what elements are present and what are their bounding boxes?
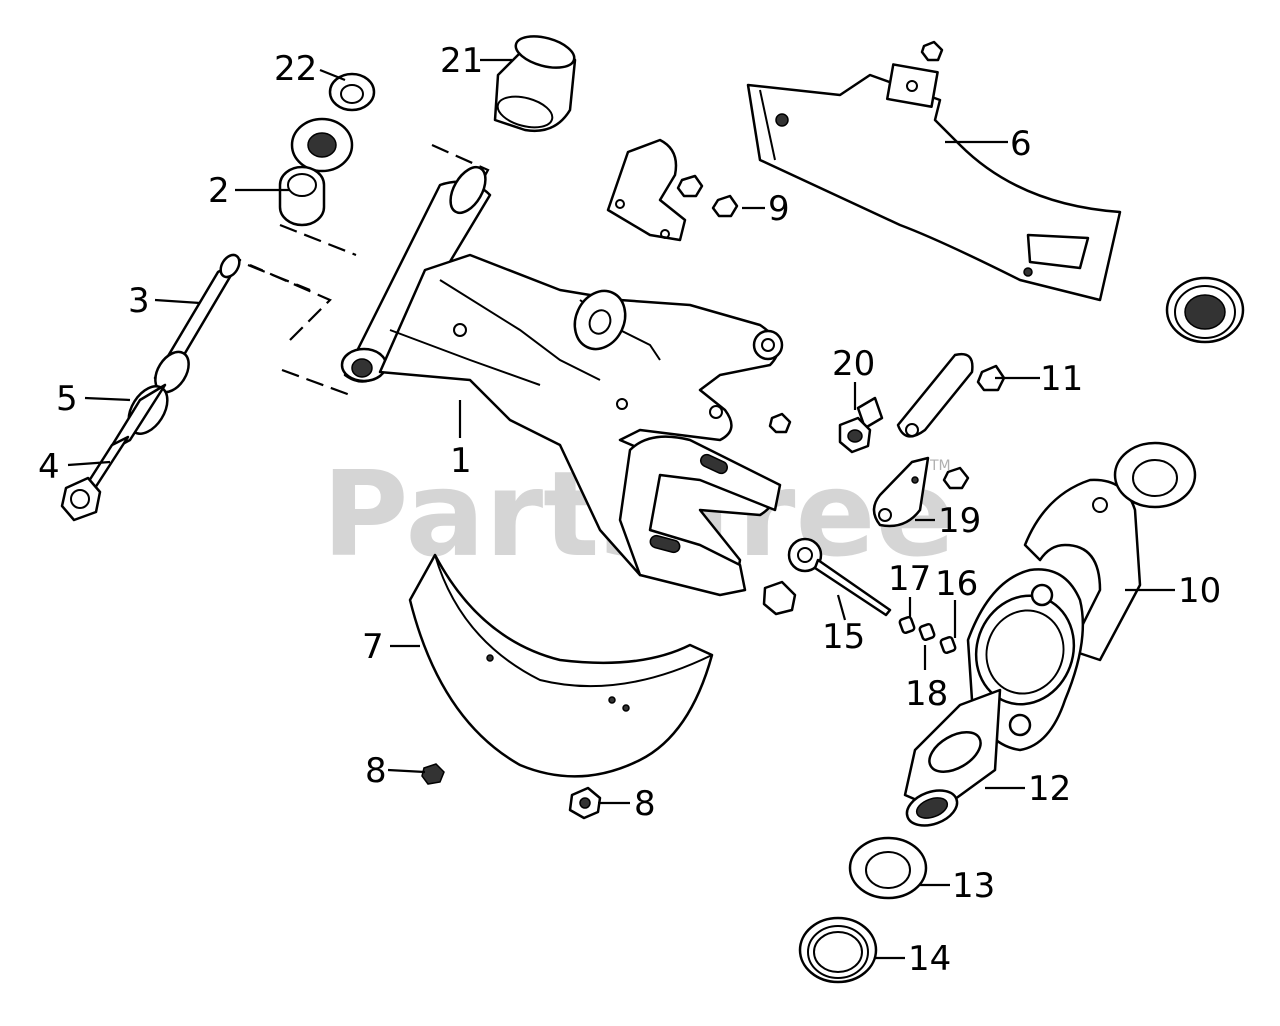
part-9-bracket[interactable] [606, 138, 739, 242]
part-22-nut[interactable] [328, 72, 376, 112]
callout-21: 21 [440, 41, 483, 81]
callout-1: 1 [450, 441, 472, 481]
part-10-bracket[interactable] [1023, 478, 1142, 662]
callout-2: 2 [208, 171, 230, 211]
part-bearing-upper[interactable] [1113, 441, 1197, 509]
phantom-tube-outline [247, 143, 490, 397]
callout-8a: 8 [365, 751, 387, 791]
callout-4: 4 [38, 447, 60, 487]
callout-7: 7 [362, 627, 384, 667]
part-15-rod[interactable] [762, 537, 892, 617]
callout-20: 20 [832, 344, 875, 384]
part-13-bearing[interactable] [848, 836, 928, 900]
part-8-nut-b[interactable] [568, 786, 602, 820]
callout-11: 11 [1040, 359, 1083, 399]
callout-9: 9 [768, 189, 790, 229]
part-4-bolt[interactable] [60, 435, 130, 522]
callout-5: 5 [56, 379, 78, 419]
part-18-pin[interactable] [918, 622, 936, 642]
part-1-swing-arm[interactable] [340, 161, 784, 597]
part-11-lever[interactable] [896, 352, 1006, 438]
callout-15: 15 [822, 617, 865, 657]
callout-18: 18 [905, 674, 948, 714]
part-16-pin[interactable] [939, 635, 957, 655]
callout-14: 14 [908, 939, 951, 979]
callout-16: 16 [935, 564, 978, 604]
part-7-guard[interactable] [408, 553, 714, 778]
part-6-cover[interactable] [746, 40, 1122, 302]
part-2-bushing[interactable] [278, 117, 354, 227]
part-19-arm[interactable] [872, 456, 970, 528]
part-14-seal[interactable] [798, 916, 878, 984]
callout-17: 17 [888, 559, 931, 599]
part-21-sleeve[interactable] [493, 31, 577, 133]
part-8-nut-a[interactable] [421, 763, 445, 785]
leader-lines [67, 58, 1175, 960]
part-17-pin[interactable] [898, 615, 916, 635]
callout-19: 19 [938, 501, 981, 541]
callout-6: 6 [1010, 124, 1032, 164]
callout-3: 3 [128, 281, 150, 321]
callout-13: 13 [952, 866, 995, 906]
callout-10: 10 [1178, 571, 1221, 611]
part-5-spacer[interactable] [106, 346, 196, 454]
callout-labels: 22 2 3 5 4 21 6 9 1 20 11 19 10 7 15 17 … [38, 41, 1221, 979]
callout-8b: 8 [634, 784, 656, 824]
callout-22: 22 [274, 49, 317, 89]
watermark-trademark: TM [929, 458, 951, 474]
callout-12: 12 [1028, 769, 1071, 809]
part-20-bolt[interactable] [768, 396, 884, 454]
part-seal-upper[interactable] [1165, 276, 1245, 344]
part-12-gear-housing[interactable] [902, 568, 1089, 832]
